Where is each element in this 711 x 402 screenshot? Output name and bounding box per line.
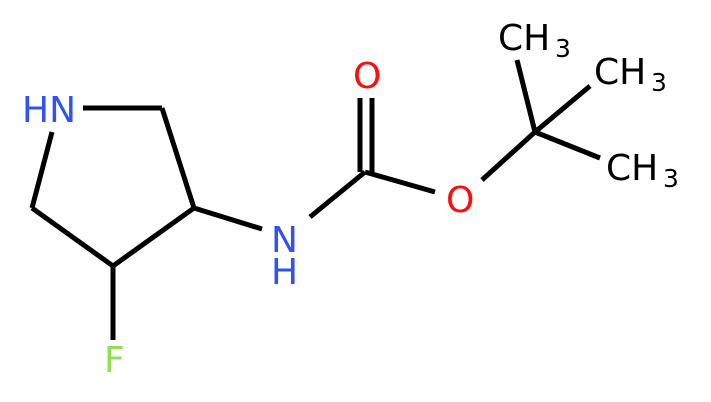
bond-c2-c3 bbox=[159, 107, 197, 209]
label-methyl-3-subscript: 3 bbox=[663, 164, 679, 193]
bond-n-carbonyl bbox=[308, 170, 367, 219]
bond-c3-n bbox=[193, 205, 263, 232]
bond-oester-tbu bbox=[480, 130, 537, 182]
label-fluorine: F bbox=[104, 340, 125, 381]
bond-c5-n1 bbox=[29, 131, 55, 209]
label-ring-nitrogen: HN bbox=[22, 90, 76, 131]
label-amide-nitrogen: N bbox=[271, 220, 298, 261]
bond-c4-c5 bbox=[30, 205, 115, 269]
label-methyl-1: CH bbox=[498, 18, 550, 59]
label-methyl-2: CH bbox=[594, 52, 646, 93]
label-methyl-2-subscript: 3 bbox=[651, 68, 667, 97]
label-methyl-1-subscript: 3 bbox=[555, 34, 571, 63]
label-carbonyl-oxygen: O bbox=[353, 56, 381, 97]
label-amide-hydrogen: H bbox=[271, 252, 298, 293]
bond-tbu-me1 bbox=[514, 59, 538, 133]
bond-tbu-me2 bbox=[533, 84, 592, 134]
atom-labels: HN N H O O F CH 3 CH 3 CH 3 bbox=[22, 18, 679, 381]
bond-c3-c4 bbox=[111, 205, 196, 269]
bonds bbox=[29, 59, 601, 340]
label-methyl-3: CH bbox=[606, 148, 658, 189]
bond-carbonyl-oester bbox=[364, 169, 436, 195]
label-ester-oxygen: O bbox=[446, 180, 474, 221]
bond-tbu-me3 bbox=[534, 129, 601, 161]
